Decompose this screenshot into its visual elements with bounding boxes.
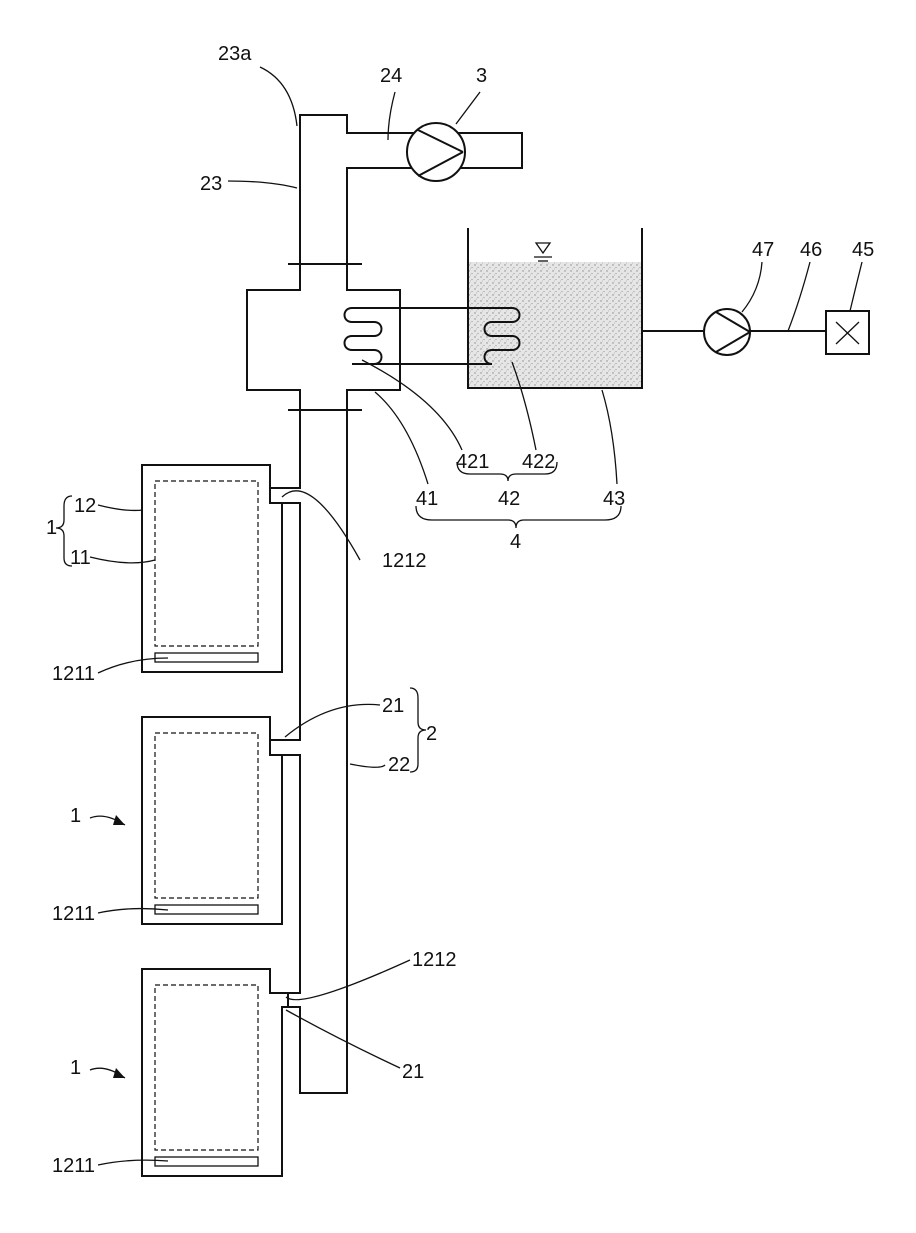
label-4: 4: [510, 531, 521, 553]
label-1212-bottom: 1212: [412, 949, 457, 971]
pump: [704, 309, 750, 355]
water-level-icon: [536, 243, 550, 253]
label-47: 47: [752, 239, 774, 261]
valve: [826, 311, 869, 354]
label-46: 46: [800, 239, 822, 261]
label-1-mid: 1: [70, 805, 81, 827]
label-3: 3: [476, 65, 487, 87]
label-21-low: 21: [402, 1061, 424, 1083]
label-12: 12: [74, 495, 96, 517]
unit-bottom: [142, 969, 288, 1176]
label-1-group: 1: [46, 517, 57, 539]
label-1211-low: 1211: [52, 1155, 95, 1177]
label-422: 422: [522, 451, 555, 473]
label-21-mid: 21: [382, 695, 404, 717]
label-11: 11: [70, 547, 91, 569]
label-421: 421: [456, 451, 489, 473]
label-23a: 23a: [218, 43, 252, 65]
label-24: 24: [380, 65, 402, 87]
label-1-low: 1: [70, 1057, 81, 1079]
label-42: 42: [498, 488, 520, 510]
label-22: 22: [388, 754, 410, 776]
label-2: 2: [426, 723, 437, 745]
label-23: 23: [200, 173, 222, 195]
unit-top: [142, 465, 282, 672]
duct-outline: [247, 115, 522, 1093]
label-41: 41: [416, 488, 438, 510]
leader-lines: [90, 67, 862, 1165]
blower: [407, 123, 465, 181]
unit-arrow-bottom: [90, 1068, 125, 1078]
label-1211-top: 1211: [52, 663, 95, 685]
label-1212-top: 1212: [382, 550, 427, 572]
brace-2: [410, 688, 426, 772]
unit-middle: [142, 717, 282, 924]
label-1211-mid: 1211: [52, 903, 95, 925]
unit-arrow-middle: [90, 815, 125, 825]
label-43: 43: [603, 488, 625, 510]
coil-in-duct: [345, 308, 382, 364]
label-45: 45: [852, 239, 874, 261]
